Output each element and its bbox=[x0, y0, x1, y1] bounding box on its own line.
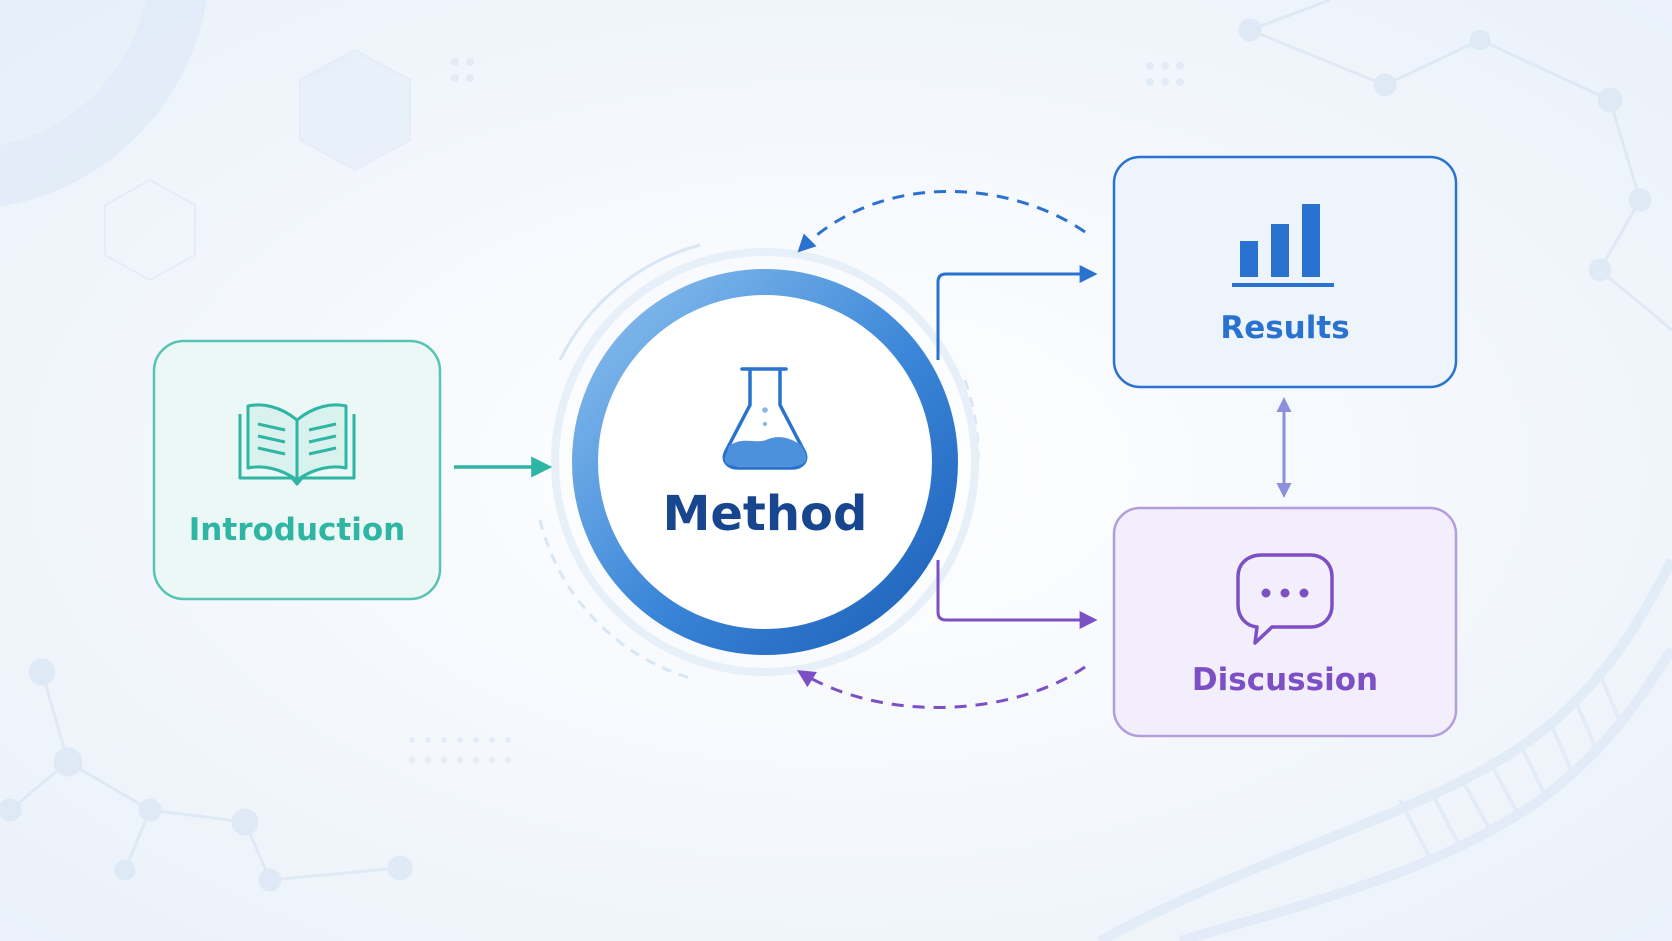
connector-results-to-method-dashed bbox=[797, 189, 1086, 253]
results-node[interactable] bbox=[1112, 155, 1458, 389]
bar-chart-icon bbox=[1232, 204, 1334, 287]
discussion-node[interactable] bbox=[1112, 506, 1458, 738]
method-node[interactable] bbox=[572, 269, 958, 655]
introduction-node[interactable] bbox=[152, 339, 442, 601]
introduction-label: Introduction bbox=[188, 512, 406, 548]
results-label: Results bbox=[1220, 310, 1350, 346]
method-halo bbox=[538, 243, 980, 680]
flask-icon bbox=[722, 367, 808, 470]
open-book-icon bbox=[238, 403, 356, 486]
chat-bubble-icon bbox=[1236, 553, 1334, 645]
connector-discussion-to-method-dashed bbox=[796, 665, 1086, 709]
discussion-label: Discussion bbox=[1191, 662, 1379, 698]
connector-method-to-results bbox=[936, 265, 1098, 360]
connector-method-to-discussion bbox=[936, 560, 1098, 629]
method-label: Method bbox=[662, 486, 868, 542]
